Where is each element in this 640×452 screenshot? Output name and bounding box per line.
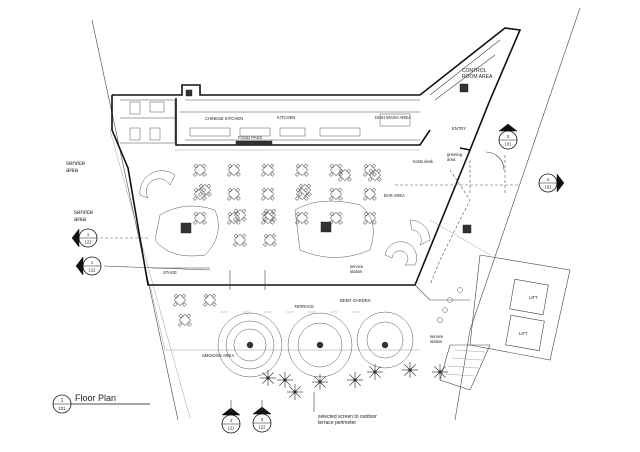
label-smoking-area: SMOKING AREA [202,353,234,358]
section-marker: 4 102 [538,173,565,193]
label-bar-area: BAR AREA [384,193,405,198]
section-marker: 1 122 [75,256,102,276]
perimeter-plants [260,287,463,400]
marker-number: 4 [547,177,550,182]
label-hosts-desk: hosts desk [413,159,434,164]
entry-path [429,151,505,286]
label-dish-wash: DISH WASH AREA [375,115,411,120]
dining-table [294,211,309,225]
marker-sheet: 122 [259,425,267,430]
palm-plant [277,372,293,388]
site-boundary [91,7,581,421]
label-entry: ENTRY [452,126,466,131]
marker-number: 3 [261,417,264,422]
label-lift-1: LIFT [529,295,538,300]
marker-number: 1 [87,232,90,237]
dining-table [192,163,207,177]
dining-table [197,183,212,197]
marker-sheet: 101 [505,142,513,147]
dining-table [362,163,377,177]
drawing-title: Floor Plan [75,393,116,403]
dining-table [192,187,207,201]
dining-table [226,163,241,177]
title-block: 1 101 Floor Plan [52,393,150,414]
label-kitchen: KITCHEN [277,115,295,120]
dining-table [328,163,343,177]
control-room [429,39,501,101]
dining-table [362,187,377,201]
label-food-pass: FOOD PASS [238,135,262,140]
dining-table [367,168,382,182]
label-stage: STAGE [163,270,177,275]
dining-table [328,187,343,201]
dining-table [192,211,207,225]
screen-note: selected screen to outdoor terrace perim… [313,392,378,426]
lounge-seating [139,170,472,266]
dining-table [262,208,277,222]
marker-number: 3 [507,134,510,139]
shrub [442,307,448,313]
marker-sheet: 121 [85,240,93,245]
label-control-room: CONTROL ROOM AREA [462,68,493,80]
section-marker: 2 121 [221,407,241,434]
dining-table [177,313,192,327]
label-service-station-2: service station [430,334,444,344]
dining-table [297,183,312,197]
dining-table [294,163,309,177]
terrace-circles [217,311,414,378]
dining-table [260,163,275,177]
dining-table [226,187,241,201]
dining-table [202,293,217,307]
section-markers: 3 101 4 102 1 121 1 122 2 121 3 122 [71,123,565,434]
palm-plant [312,374,328,390]
palm-plant [347,372,363,388]
dining-table [260,187,275,201]
dining-table [262,233,277,247]
section-marker: 1 121 [71,228,98,248]
marker-number: 2 [230,418,233,423]
building-outline [111,27,522,286]
label-service-area-1: service area [66,161,87,174]
marker-sheet: 122 [89,268,97,273]
label-greeting: greeting area [447,152,463,162]
dining-table [172,293,187,307]
shrub [437,317,443,323]
section-marker: 3 101 [498,123,518,150]
note-screen: selected screen to outdoor terrace perim… [318,414,378,426]
marker-sheet: 121 [228,426,236,431]
dining-table [362,211,377,225]
label-service-area-2: service area [74,210,95,223]
title-number: 1 [61,398,64,404]
label-service-station-1: service station [350,264,364,274]
stairs [439,344,491,391]
interior-lines [149,149,520,351]
dining-table [232,208,247,222]
palm-plant [367,364,383,380]
label-terrace: TERRACE [294,304,314,309]
palm-plant [402,362,418,378]
palm-plant [287,384,303,400]
dining-table [337,168,352,182]
title-sheet: 101 [59,406,67,411]
palm-plant [260,370,276,386]
lift-block [429,219,571,361]
label-chinese-kitchen: CHINESE KITCHEN [205,116,243,121]
shrub [457,287,463,293]
shrub [447,297,453,303]
kitchen-fixtures [129,89,411,146]
label-lift-2: LIFT [519,331,528,336]
dining-table [232,233,247,247]
palm-plant [432,364,448,380]
label-beer-garden: BEER GARDEN [340,298,370,303]
dining-table [294,187,309,201]
dining-tables [172,163,382,327]
dining-table [226,211,241,225]
marker-number: 1 [91,260,94,265]
marker-sheet: 102 [545,185,553,190]
